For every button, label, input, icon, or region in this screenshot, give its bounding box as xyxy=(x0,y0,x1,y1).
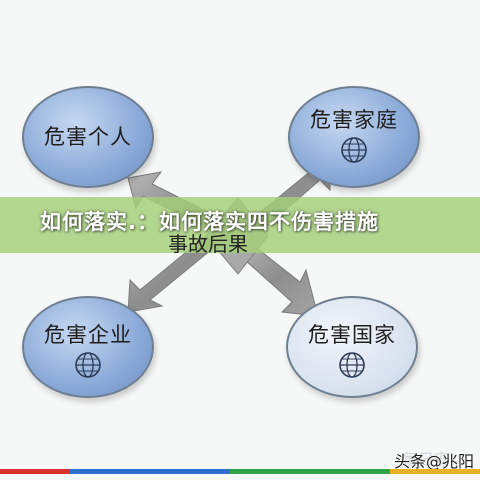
source-watermark: 头条@兆阳 xyxy=(393,452,474,471)
globe-icon xyxy=(341,136,367,163)
node-family: 危害家庭 xyxy=(288,86,420,188)
node-enterprise: 危害企业 xyxy=(22,296,154,398)
node-person: 危害个人 xyxy=(22,86,154,188)
node-family-label: 危害家庭 xyxy=(310,107,398,132)
strip-blue xyxy=(70,469,230,474)
strip-green xyxy=(230,469,390,474)
strip-red xyxy=(0,469,70,474)
globe-icon xyxy=(75,351,101,378)
node-enterprise-label: 危害企业 xyxy=(44,322,132,347)
node-country: 危害国家 xyxy=(286,296,418,398)
node-country-label: 危害国家 xyxy=(308,322,396,347)
faint-watermark: 每日安 xyxy=(401,450,450,469)
node-person-label: 危害个人 xyxy=(44,124,132,149)
color-strip xyxy=(0,469,480,474)
strip-yellow xyxy=(390,469,480,474)
banner-title: 如何落实.：如何落实四不伤害措施 xyxy=(40,210,379,234)
center-label: 事故后果 xyxy=(168,232,248,256)
globe-icon xyxy=(339,351,365,378)
title-banner xyxy=(0,197,480,253)
